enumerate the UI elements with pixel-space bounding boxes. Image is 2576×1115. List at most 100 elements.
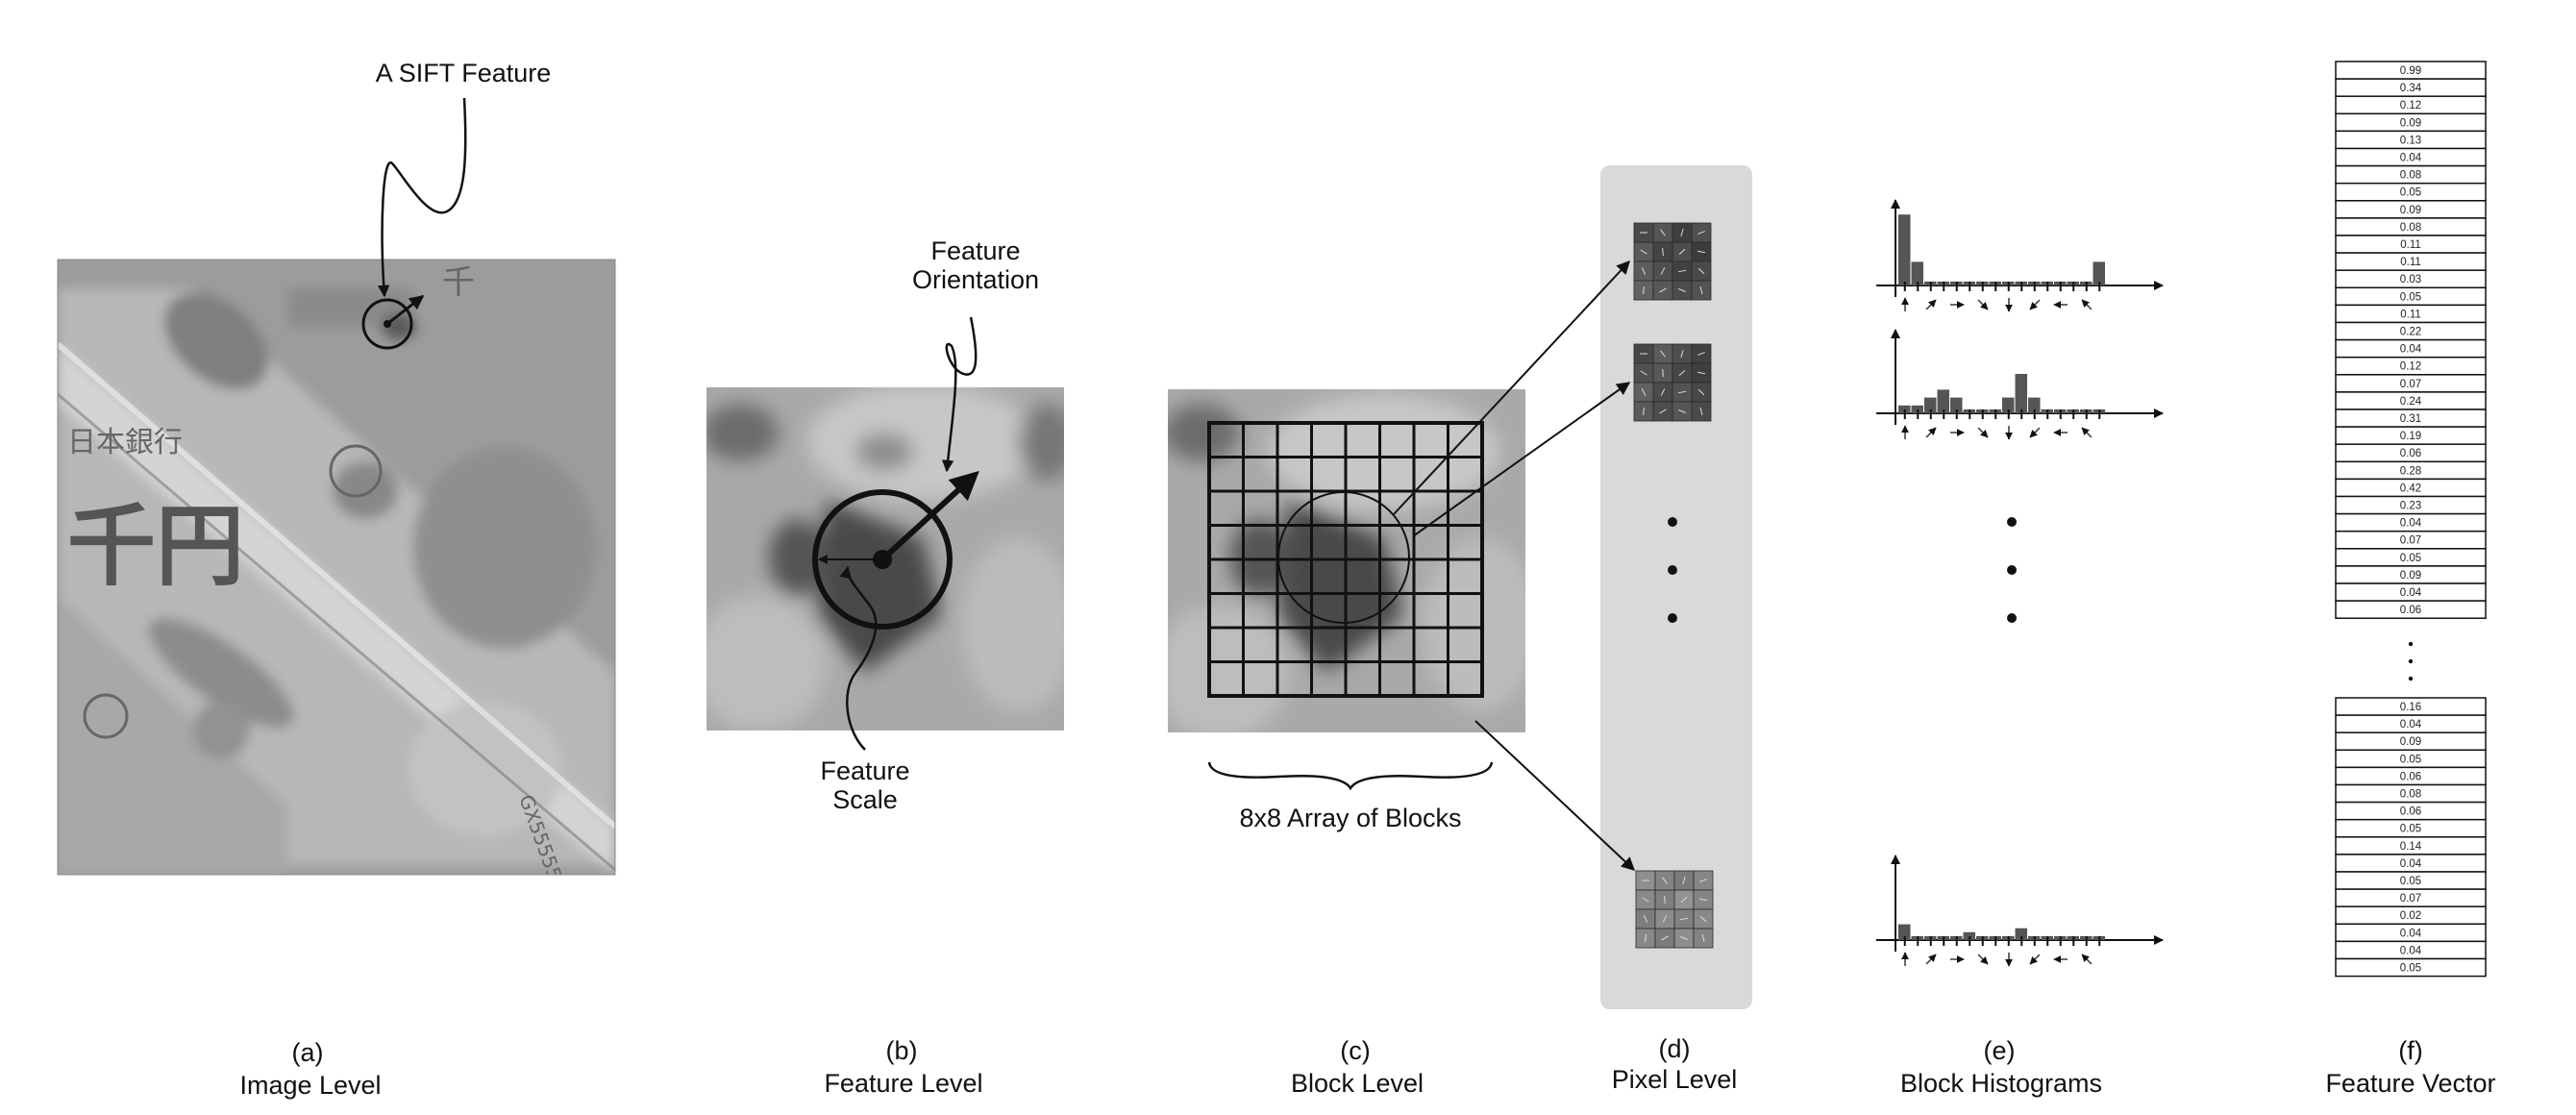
vector-value: 0.24	[2400, 396, 2422, 408]
vector-value: 0.28	[2400, 465, 2421, 477]
vector-cell: 0.05	[2335, 871, 2487, 890]
vector-cell: 0.11	[2335, 252, 2487, 271]
vector-value: 0.09	[2400, 117, 2421, 129]
vector-cell: 0.99	[2335, 61, 2487, 80]
direction-arrow-icon	[1699, 408, 1703, 415]
vector-value: 0.03	[2400, 274, 2421, 285]
vector-ellipsis	[2408, 641, 2414, 681]
vector-value: 0.09	[2400, 570, 2421, 582]
block-histograms	[1876, 199, 2164, 967]
direction-arrow-icon	[1680, 936, 1688, 940]
vector-value: 0.05	[2400, 754, 2421, 765]
vector-cell: 0.05	[2335, 182, 2487, 202]
caption-letter: (c)	[1340, 1036, 1370, 1065]
ellipsis-dot-icon	[2408, 676, 2414, 681]
ellipsis-dot-icon	[2408, 641, 2414, 647]
direction-arrow-icon	[1697, 250, 1706, 254]
vector-value: 0.08	[2400, 170, 2421, 182]
vector-value: 0.05	[2400, 963, 2421, 975]
vector-cell: 0.06	[2335, 443, 2487, 463]
vector-value: 0.02	[2400, 910, 2421, 922]
vector-cell: 0.04	[2335, 940, 2487, 960]
vector-value: 0.11	[2400, 257, 2421, 268]
direction-arrow-icon	[1641, 388, 1647, 396]
caption-letter: (d)	[1659, 1034, 1691, 1063]
histogram-bar	[2015, 928, 2027, 940]
vector-cell: 0.09	[2335, 112, 2487, 133]
vector-cell: 0.04	[2335, 923, 2487, 943]
scale-label: Feature	[820, 756, 909, 785]
direction-arrow-icon	[1977, 299, 1989, 310]
caption-name: Feature Level	[824, 1069, 982, 1098]
caption-name: Block Histograms	[1900, 1069, 2102, 1098]
vector-value: 0.04	[2400, 587, 2422, 599]
vector-cell: 0.16	[2335, 697, 2487, 716]
arrow-icon	[1393, 260, 1630, 515]
direction-arrow-icon	[1643, 285, 1645, 295]
caption-name: Feature Vector	[2325, 1069, 2495, 1098]
histogram-bar	[2028, 397, 2041, 413]
vector-value: 0.12	[2400, 100, 2421, 112]
block-grid	[1207, 421, 1484, 698]
vector-value: 0.09	[2400, 205, 2421, 216]
pixel-block	[1633, 222, 1712, 301]
vector-value: 0.04	[2400, 344, 2422, 356]
vector-cell: 0.08	[2335, 217, 2487, 236]
feature-marker-enlarged	[812, 470, 979, 630]
vector-cell: 0.11	[2335, 235, 2487, 254]
histogram-bar	[1911, 405, 1923, 413]
feature-patch	[706, 387, 1064, 731]
histogram-bar	[1937, 389, 1949, 413]
vector-cell: 0.04	[2335, 147, 2487, 167]
direction-arrow-icon	[2029, 299, 2041, 310]
vector-cell: 0.04	[2335, 512, 2487, 533]
vector-cell: 0.28	[2335, 460, 2487, 481]
vector-value: 0.16	[2400, 702, 2421, 713]
vector-cell: 0.05	[2335, 548, 2487, 567]
direction-arrow-icon	[1701, 934, 1705, 942]
vector-value: 0.12	[2400, 361, 2421, 373]
feature-scale-circle	[1277, 491, 1410, 624]
direction-arrow-icon	[2081, 427, 2093, 438]
panel-captions: (a) Image Level (b) Feature Level (c) Bl…	[239, 1034, 2495, 1100]
direction-arrow-icon	[1697, 231, 1705, 235]
vector-value: 0.42	[2400, 483, 2421, 494]
direction-arrow-icon	[2081, 299, 2093, 310]
direction-arrow-icon	[1699, 286, 1703, 294]
banknote-photo: 千円 日本銀行 千 GX555555	[58, 260, 615, 875]
caption-letter: (e)	[1984, 1036, 2016, 1065]
vector-value: 0.19	[2400, 431, 2421, 442]
direction-arrow-icon	[1699, 915, 1707, 923]
histogram-bar	[1898, 924, 1911, 940]
sift-feature-label: A SIFT Feature	[376, 59, 552, 87]
vector-cell: 0.09	[2335, 200, 2487, 219]
arrow-icon	[1474, 720, 1636, 871]
vector-cell: 0.07	[2335, 530, 2487, 550]
feature-marker	[361, 294, 425, 350]
vector-value: 0.11	[2400, 239, 2421, 251]
vector-value: 0.05	[2400, 187, 2421, 199]
seal-stamp	[329, 444, 383, 498]
direction-arrow-icon	[1682, 877, 1686, 884]
histogram-bar	[2015, 374, 2027, 413]
ellipsis-dot-icon	[1668, 517, 1677, 527]
histogram-bar	[1898, 214, 1911, 285]
histogram-bar	[1963, 931, 1975, 940]
vector-value: 0.99	[2400, 65, 2421, 77]
direction-arrow-icon	[1677, 390, 1687, 394]
vector-cell: 0.04	[2335, 714, 2487, 733]
direction-arrow-icon	[1697, 371, 1706, 375]
vector-cell: 0.04	[2335, 854, 2487, 873]
vector-value: 0.06	[2400, 448, 2421, 459]
pixel-block	[1633, 343, 1712, 422]
vector-value: 0.04	[2400, 945, 2422, 956]
vector-value: 0.06	[2400, 806, 2421, 818]
caption-name: Pixel Level	[1612, 1065, 1738, 1094]
histogram-bar	[1911, 261, 1923, 285]
arrow-icon	[1412, 382, 1631, 537]
array-label: 8x8 Array of Blocks	[1239, 804, 1461, 832]
block-to-pixel-arrows	[1393, 260, 1636, 871]
orientation-label: Orientation	[912, 265, 1039, 294]
vector-cell: 0.02	[2335, 905, 2487, 926]
